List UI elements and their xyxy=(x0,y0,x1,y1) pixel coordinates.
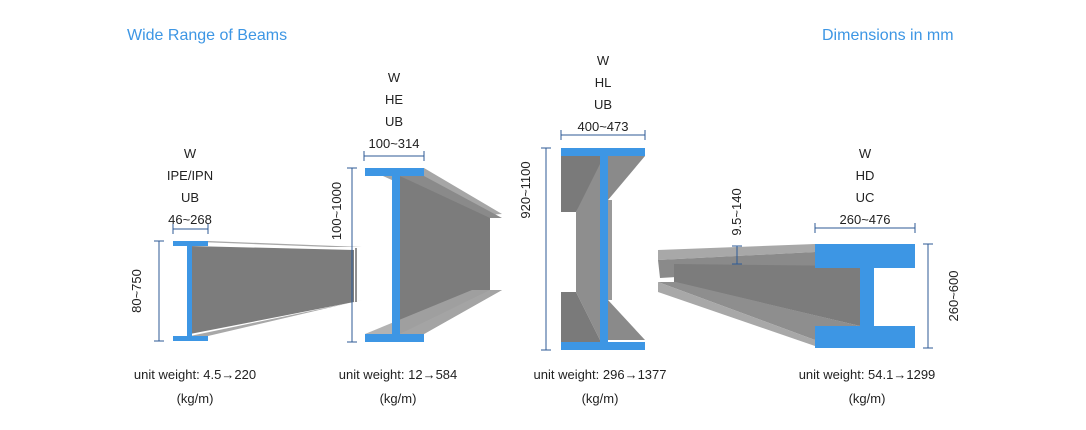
beam-2-profile-labels: W HE UB 100~314 xyxy=(354,67,434,155)
beam-1-width-label: 46~268 xyxy=(168,212,212,227)
beam-2-weight: unit weight: 12→584 (kg/m) xyxy=(318,364,478,410)
beam-1-weight-label: unit weight: 4.5→220 xyxy=(133,367,257,382)
beam-4-height-label: 260~600 xyxy=(946,271,961,322)
beam-3-type-2: HL xyxy=(594,75,612,90)
beam-4-width-dimension xyxy=(814,223,916,233)
beam-1-height-label: 80~750 xyxy=(129,269,144,313)
beam-3-type-1: W xyxy=(596,53,610,68)
beam-3-profile-labels: W HL UB 400~473 xyxy=(563,50,643,138)
beam-1-graphic xyxy=(173,241,362,341)
beam-4-type-2: HD xyxy=(855,168,875,183)
beam-2-width-label: 100~314 xyxy=(368,136,420,151)
beam-1-type-3: UB xyxy=(180,190,200,205)
beam-4-weight-label: unit weight: 54.1→1299 xyxy=(798,367,936,382)
heading-dimensions: Dimensions in mm xyxy=(822,27,954,44)
beam-2-weight-label: unit weight: 12→584 xyxy=(338,367,458,382)
beam-1-weight-unit: (kg/m) xyxy=(176,391,214,406)
beam-4-height-dimension xyxy=(923,243,933,349)
beam-2-type-2: HE xyxy=(384,92,404,107)
beam-1-profile-labels: W IPE/IPN UB 46~268 xyxy=(150,143,230,231)
heading-wide-range: Wide Range of Beams xyxy=(127,27,288,44)
beam-3-width-dimension xyxy=(560,130,646,140)
beam-1-type-1: W xyxy=(183,146,197,161)
beam-2-height-dimension xyxy=(347,167,357,343)
beam-4-thickness-dimension xyxy=(732,245,742,265)
beam-4-type-3: UC xyxy=(855,190,875,205)
beam-4-weight-unit: (kg/m) xyxy=(848,391,886,406)
beam-4-weight: unit weight: 54.1→1299 (kg/m) xyxy=(782,364,952,410)
beam-3-weight-unit: (kg/m) xyxy=(581,391,619,406)
beam-4-thickness-label: 9.5~140 xyxy=(729,188,744,235)
beam-3-weight-label: unit weight: 296→1377 xyxy=(533,367,667,382)
beam-3-type-3: UB xyxy=(593,97,613,112)
beam-1-height-dimension xyxy=(154,240,164,342)
beam-3-height-dimension xyxy=(541,147,551,351)
beam-4-type-1: W xyxy=(858,146,872,161)
beam-4-graphic xyxy=(658,244,915,348)
beam-4-width-label: 260~476 xyxy=(839,212,891,227)
beam-2-type-1: W xyxy=(387,70,401,85)
beam-4-profile-labels: W HD UC 260~476 xyxy=(815,143,915,231)
beam-1-width-dimension xyxy=(172,224,209,234)
beam-2-type-3: UB xyxy=(384,114,404,129)
beam-3-height-label: 920~1100 xyxy=(518,161,533,218)
beam-2-height-label: 100~1000 xyxy=(329,182,344,240)
beam-1-type-2: IPE/IPN xyxy=(166,168,214,183)
beam-3-graphic xyxy=(561,148,645,350)
beam-2-width-dimension xyxy=(363,151,425,161)
beam-2-weight-unit: (kg/m) xyxy=(379,391,417,406)
beam-1-weight: unit weight: 4.5→220 (kg/m) xyxy=(115,364,275,410)
beam-3-width-label: 400~473 xyxy=(577,119,629,134)
beam-2-graphic xyxy=(365,168,502,342)
beam-3-weight: unit weight: 296→1377 (kg/m) xyxy=(515,364,685,410)
